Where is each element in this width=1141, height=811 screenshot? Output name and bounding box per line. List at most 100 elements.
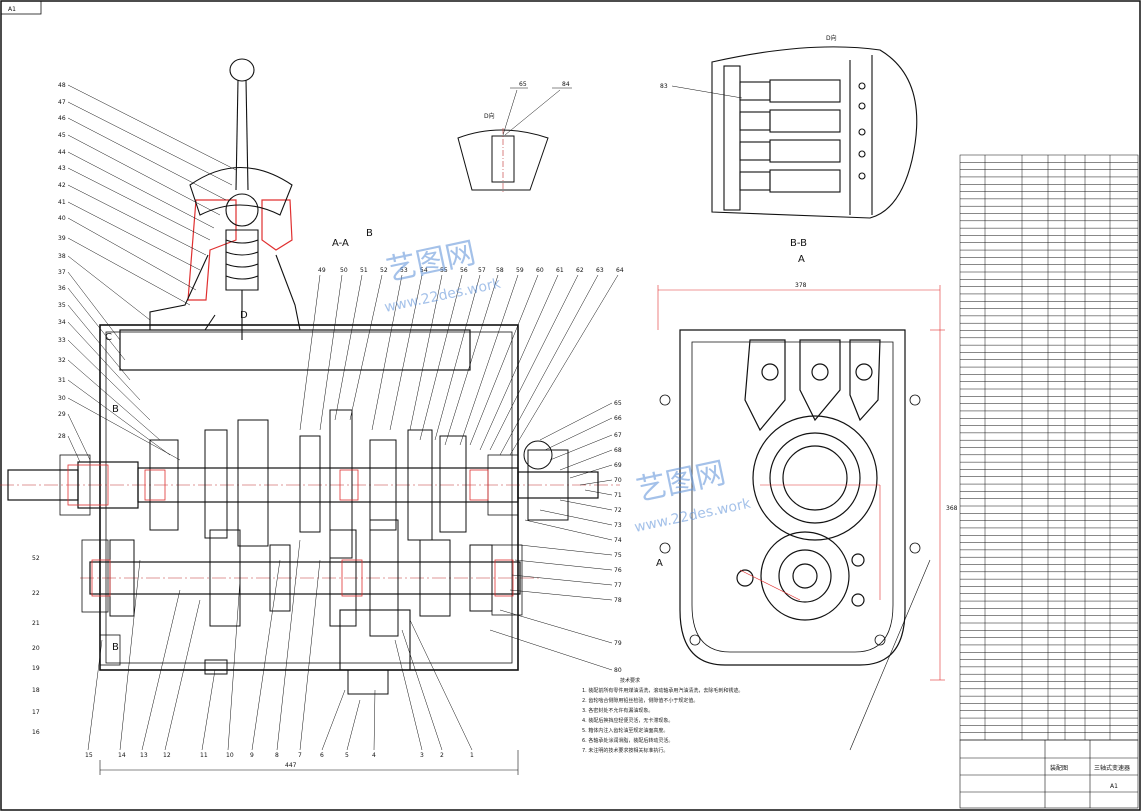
shift-lever <box>189 58 293 340</box>
callout-49: 49 <box>318 267 326 274</box>
callout-51: 51 <box>360 267 368 274</box>
callout-43: 43 <box>58 165 66 172</box>
callout-71: 71 <box>614 492 622 499</box>
sheet-code-box <box>0 0 42 15</box>
tech-item-2: 2. 齿轮啮合侧隙用铅丝检验，侧隙值不小于规定值。 <box>582 697 698 704</box>
detail-d-large <box>671 46 918 219</box>
callout-31: 31 <box>58 377 66 384</box>
callout-75: 75 <box>614 552 622 559</box>
callout-29: 29 <box>58 411 66 418</box>
view-d-small-title: D向 <box>484 112 495 120</box>
callout-17: 17 <box>32 709 40 716</box>
callout-20: 20 <box>32 645 40 652</box>
callout-21: 21 <box>32 620 40 627</box>
dimension-total-length: 447 <box>285 762 297 769</box>
section-bb-view <box>679 329 906 666</box>
callout-62: 62 <box>576 267 584 274</box>
bb-outline-bolts <box>659 394 921 646</box>
callout-13: 13 <box>140 752 148 759</box>
callout-72: 72 <box>614 507 622 514</box>
callout-28: 28 <box>58 433 66 440</box>
callout-63: 63 <box>596 267 604 274</box>
tech-item-7: 7. 未注明的技术要求按相关标准执行。 <box>582 747 668 754</box>
callout-78: 78 <box>614 597 622 604</box>
callout-50: 50 <box>340 267 348 274</box>
callout-8: 8 <box>275 752 279 759</box>
tech-item-1: 1. 装配前所有零件用煤油清洗，滚动轴承用汽油清洗，去除毛刺和锈迹。 <box>582 687 743 694</box>
callout-70: 70 <box>614 477 622 484</box>
callout-54: 54 <box>420 267 428 274</box>
detail-label-83: 83 <box>660 83 668 90</box>
mark-b-lower: B <box>112 642 119 653</box>
dimension-bb-height: 368 <box>946 505 958 512</box>
view-d-large-title: D向 <box>826 34 837 42</box>
bottom-callout-numbers: 15 14 13 12 11 10 9 8 7 6 5 4 3 2 1 <box>85 752 474 759</box>
callout-7: 7 <box>298 752 302 759</box>
callout-73: 73 <box>614 522 622 529</box>
tech-requirements: 技术要求 1. 装配前所有零件用煤油清洗，滚动轴承用汽油清洗，去除毛刺和锈迹。 … <box>582 677 743 754</box>
callout-16: 16 <box>32 729 40 736</box>
bb-dimensions <box>657 285 945 681</box>
callout-6: 6 <box>320 752 324 759</box>
callout-10: 10 <box>226 752 234 759</box>
callout-65: 65 <box>614 400 622 407</box>
section-aa-label: A-A <box>332 238 349 249</box>
callout-18: 18 <box>32 687 40 694</box>
callout-36: 36 <box>58 285 66 292</box>
detail-label-84: 84 <box>562 81 570 88</box>
callout-1: 1 <box>470 752 474 759</box>
tech-item-6: 6. 各轴承处涂润滑脂，装配后转动灵活。 <box>582 737 673 744</box>
callout-42: 42 <box>58 182 66 189</box>
callout-47: 47 <box>58 99 66 106</box>
callout-4: 4 <box>372 752 376 759</box>
callout-60: 60 <box>536 267 544 274</box>
callout-22: 22 <box>32 590 40 597</box>
title-block-sheet: A1 <box>1110 783 1118 790</box>
title-block <box>959 739 1139 809</box>
callout-37: 37 <box>58 269 66 276</box>
callout-56: 56 <box>460 267 468 274</box>
lever-bracket <box>149 254 301 331</box>
dimension-bb-width: 378 <box>795 282 807 289</box>
callout-30: 30 <box>58 395 66 402</box>
title-block-product: 三轴式变速器 <box>1094 764 1130 772</box>
title-block-drawing: 装配图 <box>1050 764 1068 772</box>
callout-5: 5 <box>345 752 349 759</box>
bb-leader-32 <box>849 559 931 751</box>
right-leader-lines <box>489 402 613 671</box>
callout-32: 32 <box>58 357 66 364</box>
overall-dimension <box>99 750 519 775</box>
mark-d: D <box>240 310 248 321</box>
right-callout-numbers: 65 66 67 68 69 70 71 72 73 74 75 76 77 7… <box>614 400 622 674</box>
callout-53: 53 <box>400 267 408 274</box>
detail-d-small <box>457 87 572 192</box>
callout-15: 15 <box>85 752 93 759</box>
callout-69: 69 <box>614 462 622 469</box>
watermark-brand-2: 艺图网 <box>633 455 728 508</box>
tech-item-4: 4. 装配后换挡应轻便灵活，无卡滞现象。 <box>582 717 673 724</box>
callout-35: 35 <box>58 302 66 309</box>
main-section-view <box>0 324 620 695</box>
red-bearing-highlights <box>67 464 514 597</box>
callout-66: 66 <box>614 415 622 422</box>
callout-44: 44 <box>58 149 66 156</box>
callout-9: 9 <box>250 752 254 759</box>
top-leader-lines <box>299 274 619 456</box>
callout-40: 40 <box>58 215 66 222</box>
callout-80: 80 <box>614 667 622 674</box>
shift-housing-red <box>187 199 293 301</box>
top-callout-numbers: 49 50 51 52 53 54 55 56 57 58 59 60 61 6… <box>318 267 624 274</box>
callout-67: 67 <box>614 432 622 439</box>
mark-a-bb-left: A <box>656 558 663 569</box>
callout-74: 74 <box>614 537 622 544</box>
callout-58: 58 <box>496 267 504 274</box>
watermark-brand-1: 艺图网 <box>383 235 478 288</box>
callout-2: 2 <box>440 752 444 759</box>
detail-label-65: 65 <box>519 81 527 88</box>
callout-64: 64 <box>616 267 624 274</box>
callout-38: 38 <box>58 253 66 260</box>
callout-39: 39 <box>58 235 66 242</box>
callout-76: 76 <box>614 567 622 574</box>
